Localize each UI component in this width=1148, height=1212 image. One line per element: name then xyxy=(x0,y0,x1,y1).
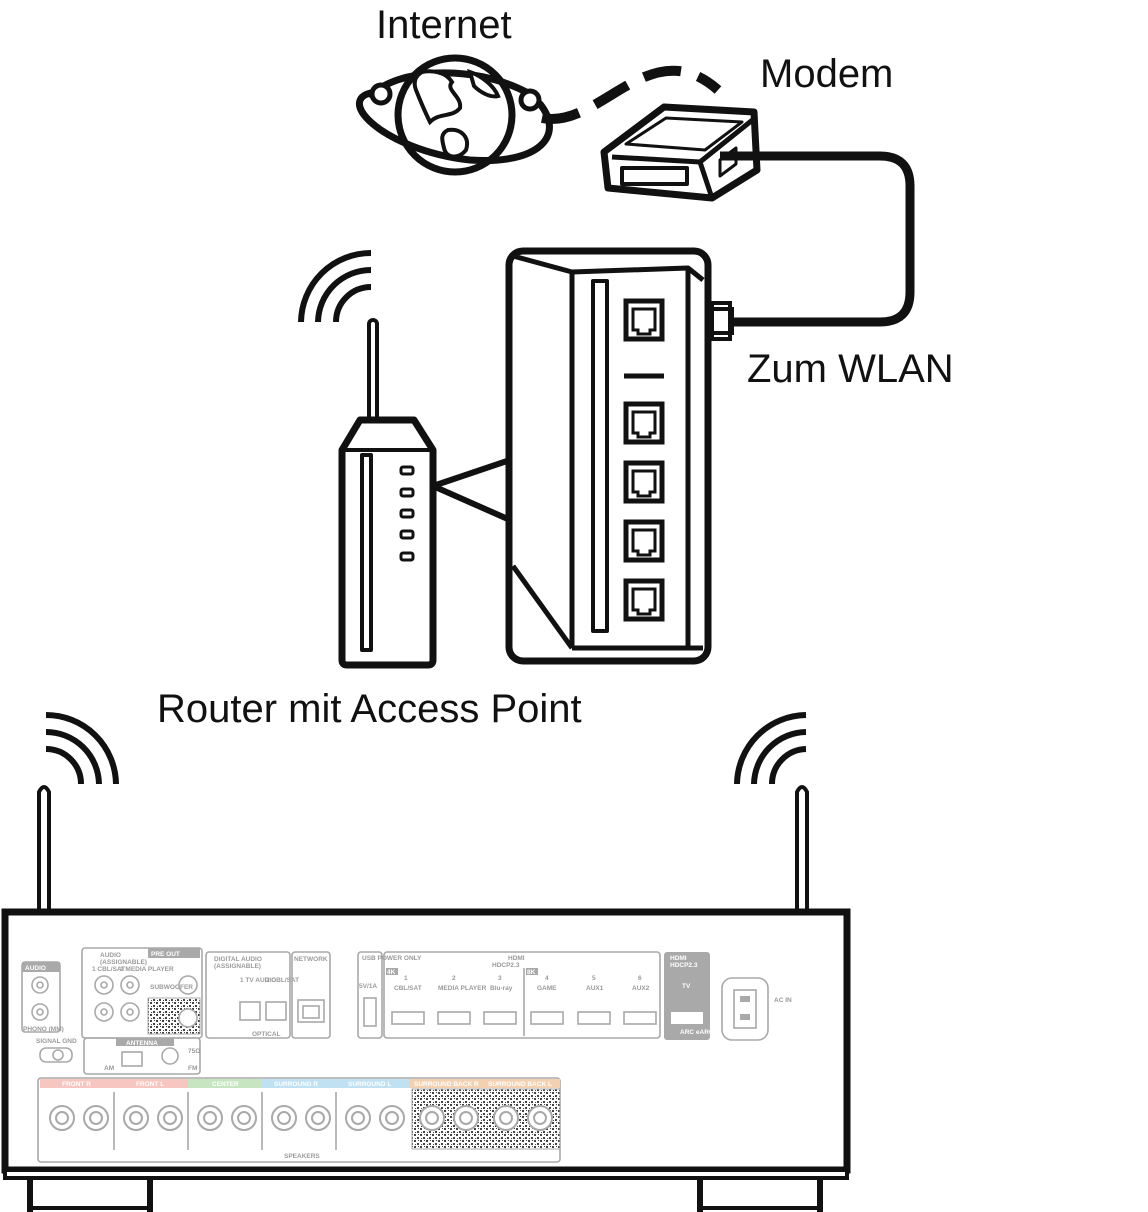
signal-gnd-label: SIGNAL GND xyxy=(36,1038,77,1045)
internet-label: Internet xyxy=(376,3,512,47)
hdmi-input-4: 4 GAME xyxy=(530,975,564,1025)
to-wlan-label: Zum WLAN xyxy=(747,347,954,391)
audio-assignable-sub: (ASSIGNABLE) xyxy=(100,959,147,966)
svg-text:6: 6 xyxy=(638,975,642,982)
speaker-surround-back-r: SURROUND BACK R xyxy=(414,1081,479,1088)
hdmi-out-label: HDMI xyxy=(670,955,687,962)
hdcp-out-label: HDCP2.3 xyxy=(670,962,698,969)
hdmi-in-label: HDMI xyxy=(508,955,525,962)
optical-input-2: 2 CBL/SAT xyxy=(266,977,299,984)
svg-text:GAME: GAME xyxy=(537,985,557,992)
svg-text:Blu-ray: Blu-ray xyxy=(490,985,513,992)
phono-label: PHONO (MM) xyxy=(23,1026,64,1033)
svg-text:AUX1: AUX1 xyxy=(586,985,604,992)
svg-text:2: 2 xyxy=(452,975,456,982)
svg-text:3: 3 xyxy=(498,975,502,982)
optical-label: OPTICAL xyxy=(252,1031,281,1038)
tag-8k: 8K xyxy=(527,969,536,976)
router-label: Router mit Access Point xyxy=(157,687,582,731)
router-lan-port-icon xyxy=(623,401,665,445)
router-lan-port-icon xyxy=(623,519,665,563)
av-receiver-rear-panel: AUDIO PHONO (MM) SIGNAL GND AUDIO (ASSIG… xyxy=(1,908,851,1212)
speaker-surround-l: SURROUND L xyxy=(348,1081,391,1088)
hdmi-input-6: 6 AUX2 xyxy=(623,975,657,1025)
network-label: NETWORK xyxy=(294,956,328,963)
internet-globe-icon xyxy=(355,54,553,176)
hdmi-input-1: 1 CBL/SAT xyxy=(391,975,425,1025)
antenna-label: ANTENNA xyxy=(126,1040,158,1047)
am-label: AM xyxy=(104,1065,114,1072)
svg-text:CBL/SAT: CBL/SAT xyxy=(394,985,422,992)
router-wan-port-icon xyxy=(623,298,665,342)
receiver-right-wifi-waves-icon xyxy=(734,712,807,785)
hdmi-input-2: 2 MEDIA PLAYER xyxy=(437,975,487,1025)
digital-audio-label: DIGITAL AUDIO xyxy=(214,956,262,963)
arc-label: ARC eARC xyxy=(680,1029,714,1036)
svg-text:1: 1 xyxy=(404,975,408,982)
router-zoom-callout xyxy=(430,247,712,665)
ethernet-cable xyxy=(720,151,915,327)
speaker-surround-r: SURROUND R xyxy=(274,1081,318,1088)
router-lan-port-icon xyxy=(623,578,665,622)
usb-label: USB POWER ONLY xyxy=(362,955,422,962)
router-wifi-waves-icon xyxy=(298,250,372,323)
usb-rating-label: 5V/1A xyxy=(359,983,377,990)
audio-in-label: AUDIO xyxy=(25,965,46,972)
svg-text:4: 4 xyxy=(545,975,549,982)
hdmi-input-3: 3 Blu-ray xyxy=(483,975,517,1025)
pre-out-label: PRE OUT xyxy=(151,951,180,958)
svg-text:5: 5 xyxy=(592,975,596,982)
speaker-terminals xyxy=(49,1105,553,1131)
router-lan-ports xyxy=(623,298,665,622)
modem-label: Modem xyxy=(760,52,893,96)
router-icon xyxy=(338,318,437,669)
speaker-center: CENTER xyxy=(212,1081,239,1088)
speakers-label: SPEAKERS xyxy=(284,1153,320,1160)
optical-input-1: 1 TV AUDIO xyxy=(240,977,276,984)
hdmi-input-5: 5 AUX1 xyxy=(577,975,611,1025)
tv-label: TV xyxy=(682,983,691,990)
fm-label: FM xyxy=(188,1065,197,1072)
svg-text:MEDIA PLAYER: MEDIA PLAYER xyxy=(438,985,487,992)
ac-in-label: AC IN xyxy=(774,997,792,1004)
digital-assignable-label: (ASSIGNABLE) xyxy=(214,963,261,970)
speaker-surround-back-l: SURROUND BACK L xyxy=(488,1081,552,1088)
svg-text:AUX2: AUX2 xyxy=(632,985,650,992)
fm-ohm-label: 75Ω xyxy=(188,1048,200,1055)
audio-source-1: 1 CBL/SAT xyxy=(92,966,125,973)
audio-source-2: 2 MEDIA PLAYER xyxy=(120,966,174,973)
speaker-front-r: FRONT R xyxy=(62,1081,91,1088)
router-lan-port-icon xyxy=(623,460,665,504)
internet-link-dashed xyxy=(540,65,722,124)
subwoofer-label: SUBWOOFER xyxy=(150,984,193,991)
hdcp-in-label: HDCP2.3 xyxy=(492,962,520,969)
receiver-left-wifi-waves-icon xyxy=(45,712,119,785)
tag-4k: 4K xyxy=(387,969,396,976)
speaker-front-l: FRONT L xyxy=(136,1081,164,1088)
modem-icon xyxy=(600,103,761,202)
audio-assignable-title: AUDIO xyxy=(100,952,121,959)
